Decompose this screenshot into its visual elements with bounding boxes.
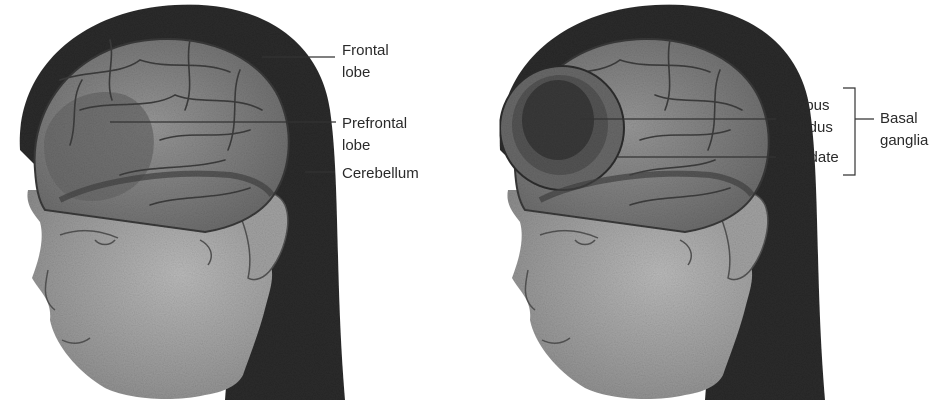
globus-label-line2: pallidus: [782, 119, 833, 136]
frontal-label-line2: lobe: [342, 64, 370, 81]
left-head: [20, 5, 345, 400]
basal-label-line2: ganglia: [880, 132, 929, 149]
globus-pallidus: [522, 80, 594, 160]
cerebellum-label: Cerebellum: [342, 165, 419, 182]
left-labels: Frontal lobe Prefrontal lobe Cerebellum: [342, 42, 419, 182]
caudate-label: Caudate: [782, 149, 839, 166]
right-head: [500, 5, 825, 400]
prefrontal-label-line1: Prefrontal: [342, 115, 407, 132]
frontal-label-line1: Frontal: [342, 42, 389, 59]
basal-label-line1: Basal: [880, 110, 918, 127]
globus-label-line1: Globus: [782, 97, 830, 114]
prefrontal-label-line2: lobe: [342, 137, 370, 154]
basal-ganglia-bracket: [843, 88, 874, 175]
